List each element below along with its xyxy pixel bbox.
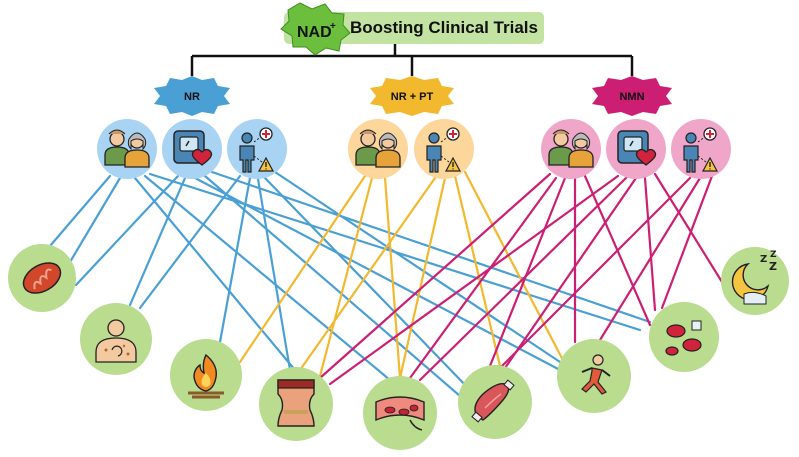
group-label-nmn: NMN [619,91,644,103]
connection-line [488,176,567,368]
nmn-patients-circle [671,119,731,179]
tree-connector [190,42,634,76]
connection-line [263,176,472,392]
connection-line [660,174,714,310]
connection-line [328,174,620,386]
connection-line [298,176,437,372]
nrpt-patients-circle [414,119,474,179]
connection-lines [48,170,724,398]
group-badge-nrpt: NR + PT [370,76,454,116]
connection-line [193,176,562,372]
connection-line [318,172,552,380]
connection-line [273,170,568,368]
connection-line [218,176,252,344]
connection-line [128,176,187,307]
group-icons-nrpt [348,119,474,179]
title-banner: NAD + Boosting Clinical Trials [280,2,544,56]
connection-line [598,176,702,342]
svg-text:Z: Z [770,250,777,260]
connection-line [643,176,657,312]
nad-badge-label: NAD [297,24,332,41]
connection-line [318,176,374,378]
group-label-nr: NR [184,91,200,103]
connection-line [238,174,367,364]
connection-line [138,174,242,310]
connection-line [408,176,558,380]
connection-line [143,174,392,382]
nad-badge-superscript: + [330,21,336,32]
connection-line [48,174,112,248]
outcome-blood-cells-circle [649,302,719,372]
waist-body-icon [276,378,316,428]
group-icons-nmn [541,119,731,179]
connection-line [503,176,638,370]
connection-line [498,176,692,370]
group-icons-nr [97,119,287,179]
page-title: Boosting Clinical Trials [350,18,538,37]
outcome-icons: Z Z Z [8,244,789,450]
connection-line [203,174,462,398]
nad-badge [280,2,351,56]
group-badge-nr: NR [154,76,230,116]
connection-line [383,176,402,380]
group-badge-nmn: NMN [592,76,672,116]
connection-line [453,174,502,368]
connection-line [133,176,302,378]
connection-line [256,177,292,372]
group-label-nrpt: NR + PT [391,91,434,103]
svg-text:Z: Z [760,254,767,265]
connection-line [210,170,652,324]
connection-line [398,176,447,380]
svg-text:Z: Z [769,260,777,273]
outcome-sleep-circle [721,247,789,315]
connection-line [418,176,628,382]
connection-line [653,172,724,284]
connection-line [68,176,122,264]
connection-line [74,174,180,287]
nr-patients-circle [227,119,287,179]
connection-line [463,170,568,368]
sleep-z-icon: Z Z Z [760,250,777,273]
